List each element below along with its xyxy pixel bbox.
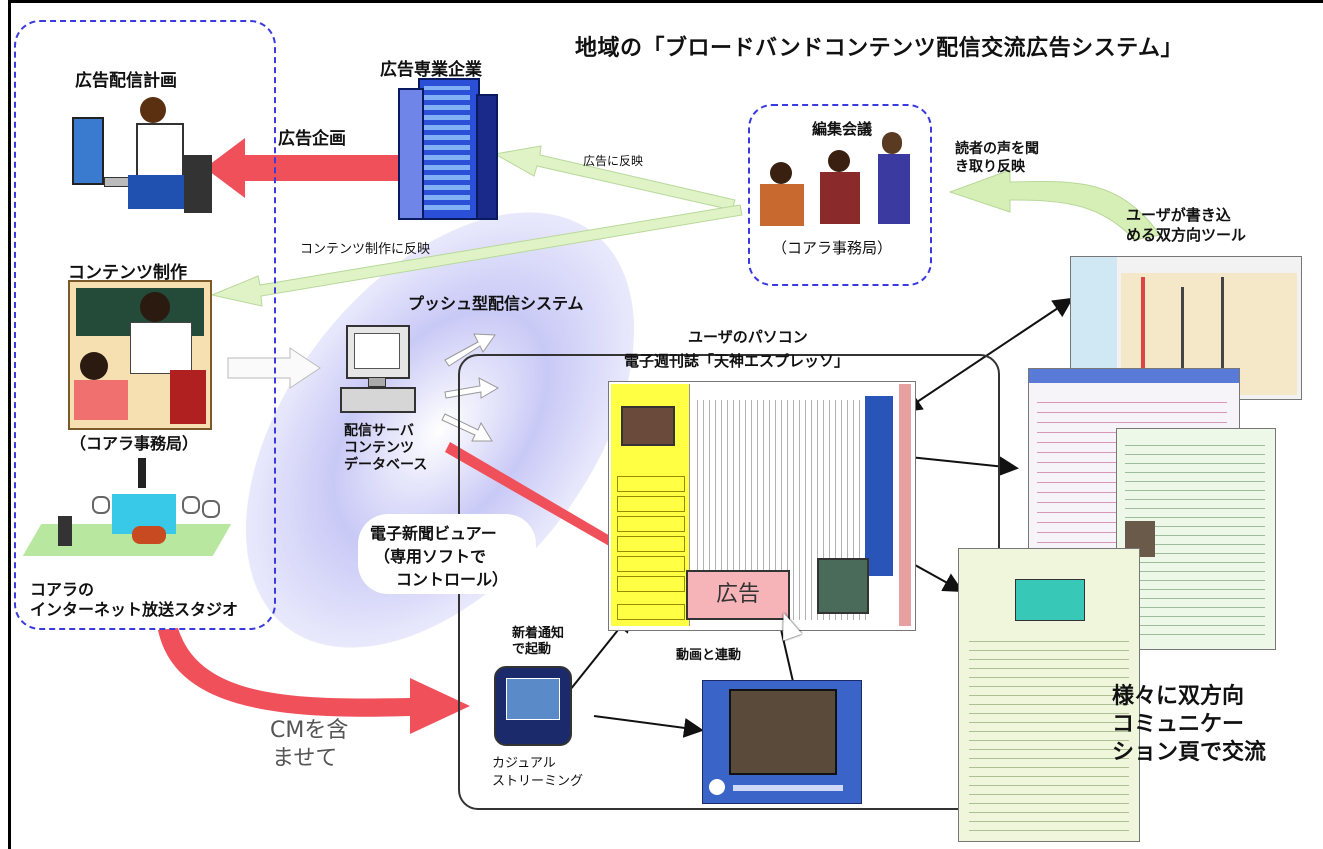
content-production-illustration	[68, 280, 212, 430]
streaming-player-icon[interactable]	[494, 666, 572, 746]
reflect-ads-label: 広告に反映	[583, 154, 644, 168]
server-label-line2: コンテンツ	[344, 440, 414, 456]
community-page-2	[1116, 428, 1276, 650]
community-page-3	[958, 548, 1140, 842]
studio-label-line2: インターネット放送スタジオ	[30, 600, 239, 619]
reflect-content-label: コンテンツ制作に反映	[300, 242, 431, 257]
editorial-people-illustration	[760, 132, 920, 228]
ad-plan-label: 広告配信計画	[75, 71, 177, 91]
studio-illustration	[22, 486, 232, 558]
editorial-label: 編集会議	[812, 120, 873, 138]
streaming-label-line2: ストリーミング	[492, 774, 584, 789]
ad-planning-arrow	[205, 138, 400, 198]
video-play-button[interactable]	[709, 779, 725, 795]
studio-link	[138, 458, 146, 488]
editorial-box	[748, 104, 932, 286]
company-label: 広告専業企業	[380, 60, 482, 80]
reader-label-line1: 電子新聞ビュアー	[370, 524, 497, 543]
pages-label-line2: コミュニケー	[1112, 712, 1245, 737]
reflect-content-arrow	[210, 204, 743, 307]
editorial-office-label: （コアラ事務局）	[772, 239, 893, 257]
office-building-icon	[398, 78, 498, 220]
tool-label-line2: める双方向ツール	[1126, 226, 1247, 244]
viewer-sidebar	[611, 384, 690, 626]
viewer-photo	[817, 558, 869, 614]
push-arrow-3	[441, 413, 493, 442]
cm-label-line2: ませて	[272, 746, 338, 771]
ad-planning-label: 広告企画	[278, 129, 346, 149]
ad-box-label: 広告	[715, 582, 760, 607]
viewer-headline-column	[865, 396, 893, 576]
connector-stream	[593, 715, 704, 738]
reader-label-line2: （専用ソフトで	[374, 547, 487, 566]
server-label-line1: 配信サーバ	[344, 423, 414, 439]
page-title: 地域の「ブロードバンドコンテンツ配信交流広告システム」	[575, 36, 1183, 61]
tool-label-line1: ユーザが書き込	[1126, 206, 1231, 224]
push-system-ellipse	[245, 212, 635, 648]
push-system-label: プッシュ型配信システム	[408, 294, 584, 313]
left-column-box	[14, 20, 276, 630]
reader-label-line3: コントロール）	[396, 570, 509, 589]
ad-planner-illustration	[70, 95, 212, 213]
cm-label-line1: CMを含	[270, 718, 349, 743]
pages-label-line3: ション頁で交流	[1112, 740, 1267, 765]
reader-voice-label-line1: 読者の声を聞	[955, 141, 1039, 157]
reader-voice-label-line2: き取り反映	[955, 159, 1025, 175]
frame-left-border	[8, 0, 11, 849]
content-production-label: コンテンツ制作	[68, 263, 187, 283]
pages-label-line1: 様々に双方向	[1112, 684, 1245, 709]
cm-arrow	[158, 628, 470, 734]
streaming-label-line1: カジュアル	[492, 756, 556, 771]
new-notice-line2: で起動	[512, 642, 552, 657]
magazine-title: 電子週刊誌「天神エスプレッソ」	[624, 352, 850, 370]
user-pc-label: ユーザのパソコン	[688, 328, 808, 346]
ad-box[interactable]: 広告	[686, 570, 790, 620]
push-arrow-1	[444, 333, 496, 367]
video-player-window	[702, 680, 862, 804]
video-link-label: 動画と連動	[676, 648, 742, 663]
frame-top-border	[8, 0, 1323, 3]
viewer-scrollbar[interactable]	[899, 384, 911, 626]
reflect-ads-arrow	[493, 145, 736, 211]
reader-note-bubble	[358, 514, 536, 594]
new-notice-line1: 新着通知	[512, 626, 565, 641]
left-office-label: （コアラ事務局）	[70, 434, 199, 453]
server-label-line3: データベース	[344, 457, 428, 473]
reader-voice-arrow	[948, 169, 1161, 241]
server-computer-icon	[340, 325, 430, 415]
studio-label-line1: コアラの	[30, 580, 95, 599]
